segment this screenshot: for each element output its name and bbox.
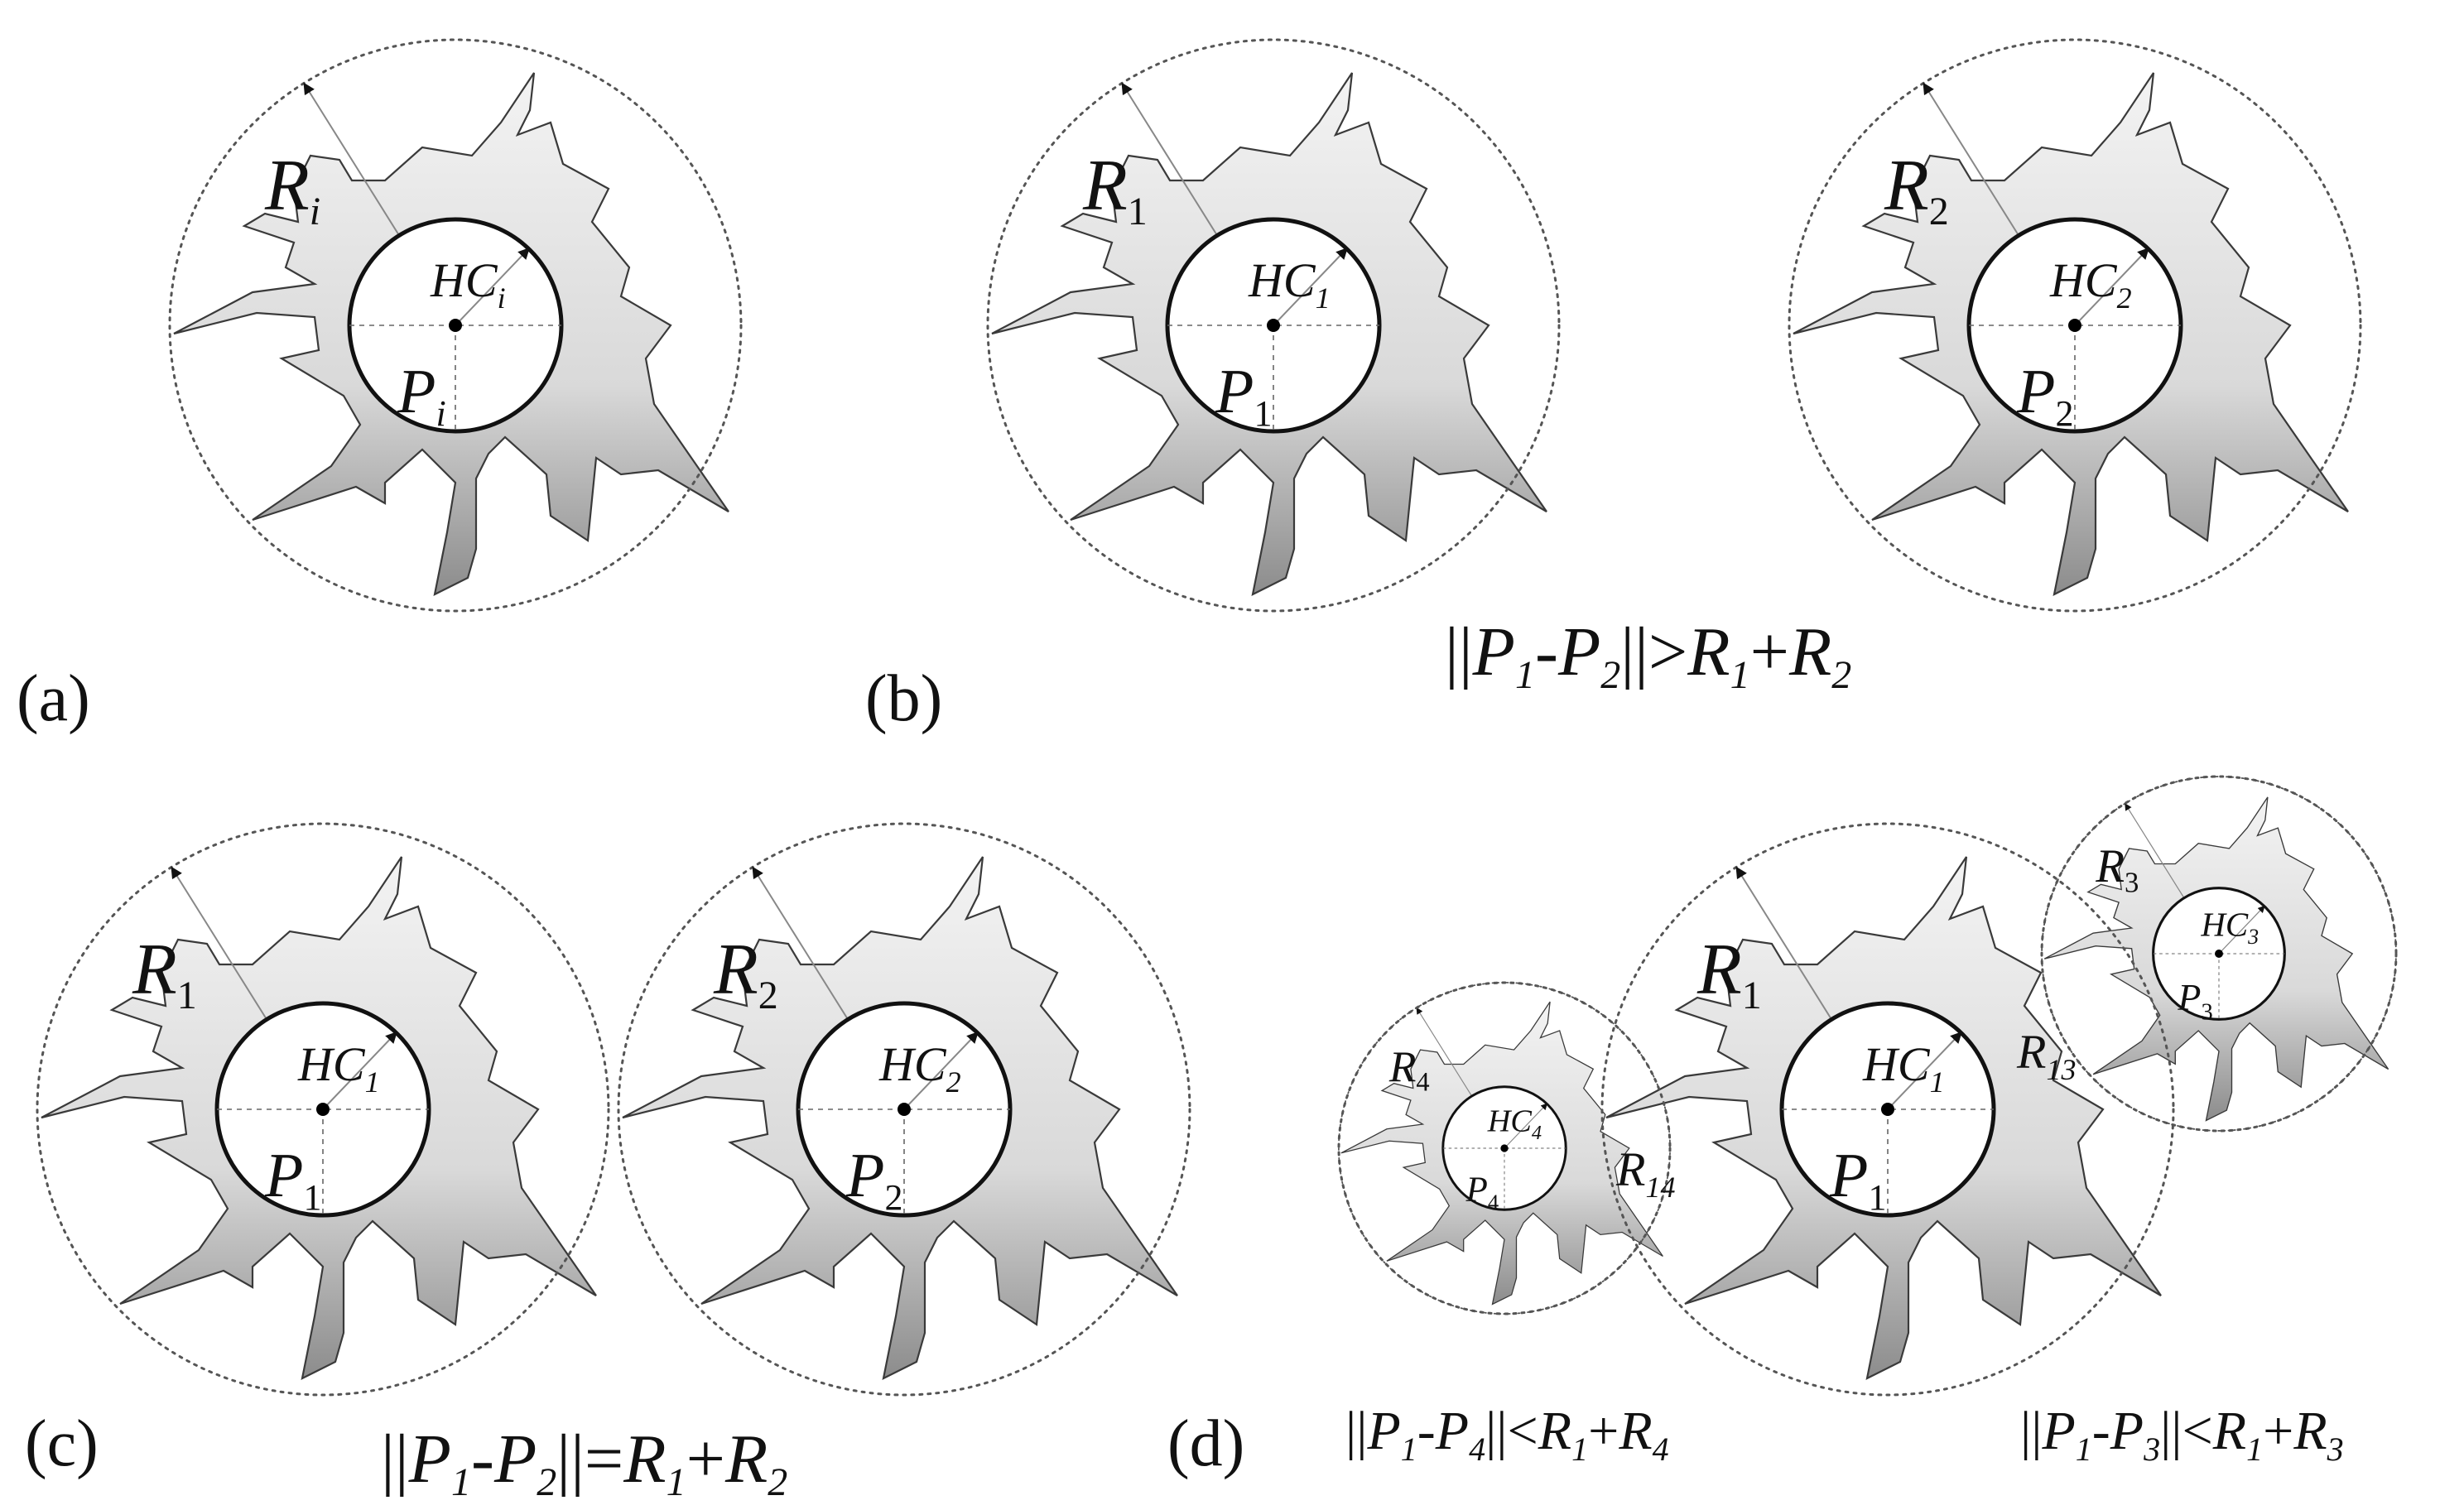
- hc-label: HC: [430, 253, 498, 307]
- hc-subscript: 1: [1316, 281, 1331, 315]
- svg-text:HC2: HC2: [878, 1037, 961, 1099]
- radius-label: R: [1884, 146, 1929, 226]
- radius-label: R: [1388, 1041, 1417, 1091]
- formula-b: ||P1-P2||>R1+R2: [1445, 613, 1851, 697]
- formula-c: ||P1-P2||=R1+R2: [381, 1421, 787, 1504]
- hc-label: HC: [2049, 253, 2118, 307]
- point-label: P: [2177, 976, 2201, 1018]
- particle-b-1: R1 HC1 P1: [988, 40, 1559, 611]
- particle-d-3: R3 HC3 P3: [2042, 777, 2396, 1131]
- particle-d-4: R4 HC4 P4: [1339, 983, 1670, 1314]
- particle-a-i: Ri HCi Pi: [170, 40, 741, 611]
- svg-text:HC1: HC1: [1862, 1037, 1945, 1099]
- svg-text:Pi: Pi: [397, 357, 446, 434]
- panel-label-c: (c): [25, 1407, 99, 1480]
- particle-c-2: R2 HC2 P2: [618, 824, 1190, 1395]
- point-subscript: i: [436, 393, 445, 434]
- radius-subscript: 4: [1416, 1067, 1429, 1097]
- radius-subscript: 1: [1742, 974, 1762, 1017]
- svg-text:P1: P1: [1829, 1141, 1886, 1218]
- svg-text:HCi: HCi: [430, 253, 506, 315]
- hc-subscript: 3: [2247, 925, 2259, 949]
- point-label: P: [1829, 1141, 1868, 1210]
- svg-text:R3: R3: [2095, 840, 2139, 898]
- point-label: P: [264, 1141, 303, 1210]
- svg-text:Ri: Ri: [264, 146, 320, 233]
- formula-d-left: ||P1-P4||<R1+R4: [1345, 1401, 1669, 1468]
- particle-d-1: R1 HC1 P1: [1602, 824, 2173, 1395]
- hc-subscript: 1: [365, 1065, 380, 1099]
- svg-text:HC3: HC3: [2200, 906, 2259, 949]
- point-subscript: 1: [1868, 1177, 1886, 1218]
- point-subscript: 4: [1488, 1190, 1499, 1214]
- point-label: P: [1465, 1171, 1488, 1209]
- svg-text:R2: R2: [1884, 146, 1949, 233]
- hc-subscript: 2: [946, 1065, 961, 1099]
- overlap-boundary-p4: [1337, 981, 1672, 1315]
- particle-c-1: R1 HC1 P1: [37, 824, 609, 1395]
- panel-label-b: (b): [865, 662, 942, 735]
- radius-label: R: [132, 930, 177, 1010]
- panel-label-a: (a): [17, 662, 90, 735]
- svg-text:P1: P1: [1215, 357, 1272, 434]
- radius-subscript: i: [310, 190, 320, 233]
- hc-label: HC: [1487, 1104, 1533, 1139]
- overlap-label-r14: R14: [1615, 1142, 1675, 1204]
- radius-label: R: [1696, 930, 1742, 1010]
- particle-b-2: R2 HC2 P2: [1789, 40, 2361, 611]
- svg-text:HC2: HC2: [2049, 253, 2132, 315]
- radius-subscript: 1: [177, 974, 197, 1017]
- svg-text:HC1: HC1: [1248, 253, 1331, 315]
- hc-label: HC: [878, 1037, 947, 1091]
- point-label: P: [2016, 357, 2055, 426]
- point-subscript: 2: [884, 1177, 902, 1218]
- point-subscript: 1: [303, 1177, 321, 1218]
- overlap-boundary-p3: [2040, 775, 2398, 1132]
- hc-label: HC: [2200, 906, 2249, 943]
- point-subscript: 3: [2201, 999, 2212, 1025]
- svg-text:P2: P2: [845, 1141, 902, 1218]
- radius-label: R: [713, 930, 758, 1010]
- svg-text:R1: R1: [1696, 930, 1762, 1017]
- hc-label: HC: [1862, 1037, 1931, 1091]
- svg-text:R1: R1: [1082, 146, 1148, 233]
- svg-text:P4: P4: [1465, 1171, 1499, 1214]
- point-subscript: 1: [1254, 393, 1272, 434]
- svg-text:P1: P1: [264, 1141, 321, 1218]
- radius-subscript: 2: [1929, 190, 1949, 233]
- point-subscript: 2: [2055, 393, 2073, 434]
- svg-text:R4: R4: [1388, 1041, 1430, 1098]
- radius-label: R: [1082, 146, 1128, 226]
- svg-text:P3: P3: [2177, 976, 2212, 1025]
- svg-text:HC4: HC4: [1487, 1104, 1542, 1144]
- hc-subscript: i: [498, 281, 506, 315]
- point-label: P: [845, 1141, 884, 1210]
- radius-subscript: 1: [1128, 190, 1148, 233]
- overlap-label-r13: R13: [2016, 1025, 2076, 1086]
- svg-text:R1: R1: [132, 930, 197, 1017]
- formula-d-right: ||P1-P3||<R1+R3: [2020, 1401, 2344, 1468]
- radius-label: R: [264, 146, 310, 226]
- point-label: P: [1215, 357, 1254, 426]
- hc-label: HC: [1248, 253, 1316, 307]
- radius-subscript: 3: [2125, 867, 2139, 899]
- hc-subscript: 1: [1930, 1065, 1945, 1099]
- radius-subscript: 2: [758, 974, 778, 1017]
- svg-text:R2: R2: [713, 930, 778, 1017]
- svg-text:P2: P2: [2016, 357, 2073, 434]
- hc-label: HC: [297, 1037, 366, 1091]
- svg-text:HC1: HC1: [297, 1037, 380, 1099]
- point-label: P: [397, 357, 436, 426]
- radius-label: R: [2095, 840, 2125, 892]
- hc-subscript: 2: [2117, 281, 2132, 315]
- hc-subscript: 4: [1532, 1122, 1542, 1144]
- panel-label-d: (d): [1167, 1407, 1244, 1480]
